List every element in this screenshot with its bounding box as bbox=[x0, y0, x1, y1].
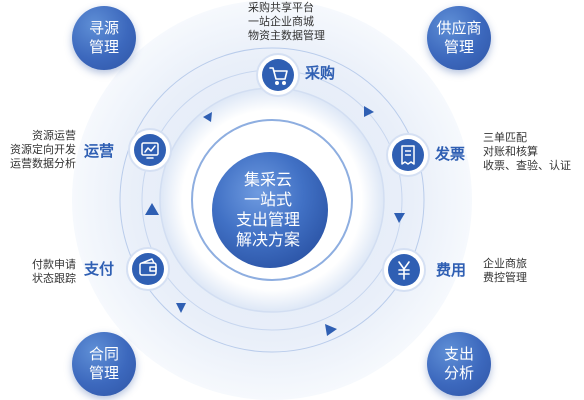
flow-arrow bbox=[325, 324, 337, 336]
monitor-chart-icon bbox=[141, 142, 159, 159]
corner-spend-analysis: 支出分析 bbox=[427, 332, 491, 396]
desc-invoice: 三单匹配 对账和核算 收票、查验、认证 bbox=[483, 131, 571, 172]
flow-arrow bbox=[145, 203, 159, 215]
receipt-icon bbox=[401, 145, 415, 165]
yen-icon bbox=[398, 261, 410, 280]
node-label-payment: 支付 bbox=[84, 260, 115, 278]
center-core bbox=[212, 152, 328, 268]
node-label-invoice: 发票 bbox=[435, 145, 466, 163]
desc-expense: 企业商旅 费控管理 bbox=[483, 257, 527, 284]
outer-flow-ring bbox=[119, 47, 425, 353]
node-label-purchase: 采购 bbox=[305, 64, 336, 82]
flow-arrow bbox=[176, 303, 186, 313]
corner-contract: 合同管理 bbox=[72, 332, 136, 396]
corner-supplier: 供应商管理 bbox=[427, 6, 491, 70]
node-label-expense: 费用 bbox=[436, 261, 467, 279]
corner-sourcing: 寻源管理 bbox=[72, 6, 136, 70]
center-title: 集采云 一站式 支出管理 解决方案 bbox=[235, 170, 300, 249]
flow-arrow bbox=[203, 112, 212, 122]
desc-operation: 资源运营 资源定向开发 运营数据分析 bbox=[10, 129, 76, 170]
node-label-operation: 运营 bbox=[84, 142, 115, 160]
node-purchase-circle bbox=[256, 53, 300, 97]
desc-payment: 付款申请 状态跟踪 bbox=[32, 258, 76, 285]
wallet-icon bbox=[139, 258, 157, 276]
flow-arrow bbox=[364, 106, 374, 117]
cart-icon bbox=[269, 67, 288, 86]
desc-purchase: 采购共享平台 一站企业商城 物资主数据管理 bbox=[248, 1, 325, 42]
node-payment-circle bbox=[126, 247, 170, 291]
flow-arrow bbox=[394, 213, 405, 223]
